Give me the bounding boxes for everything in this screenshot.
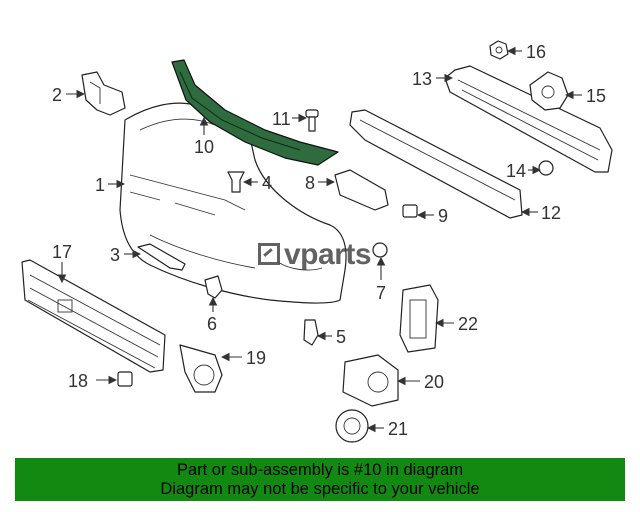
banner-line-2: Diagram may not be specific to your vehi… <box>160 480 480 498</box>
callout-18: 18 <box>68 371 88 391</box>
callout-13: 13 <box>412 69 432 89</box>
part-clip-18[interactable] <box>117 371 133 387</box>
part-foglamp-20[interactable] <box>342 354 399 407</box>
leader-lines <box>57 46 582 433</box>
callout-17: 17 <box>52 242 72 262</box>
part-bracket-8[interactable] <box>334 169 389 211</box>
vparts-logo: vparts <box>258 238 372 272</box>
callout-20: 20 <box>424 372 444 392</box>
part-foglamp-bracket-19[interactable] <box>179 344 223 393</box>
callout-22: 22 <box>458 314 478 334</box>
callout-11: 11 <box>272 109 291 129</box>
callout-10: 10 <box>194 137 214 157</box>
part-bumper-cover[interactable] <box>119 102 347 304</box>
info-banner: Part or sub-assembly is #10 in diagram D… <box>15 458 625 501</box>
callout-7: 7 <box>376 283 386 303</box>
callout-4: 4 <box>262 173 272 193</box>
exploded-parts-diagram: 2 1 10 11 13 15 16 14 12 8 9 4 3 6 7 5 1… <box>21 40 613 443</box>
part-ring-21[interactable] <box>335 409 369 443</box>
part-sensor-bracket-22[interactable] <box>399 284 439 353</box>
part-absorber-13[interactable] <box>444 65 613 173</box>
callout-9: 9 <box>438 206 448 226</box>
part-grille-17[interactable] <box>21 259 166 373</box>
callout-6: 6 <box>207 314 217 334</box>
part-clip-4[interactable] <box>227 171 245 193</box>
part-reinforcement-10[interactable] <box>171 59 339 166</box>
callout-14: 14 <box>506 161 526 181</box>
part-bracket-15[interactable] <box>529 71 569 111</box>
callout-8: 8 <box>305 173 315 193</box>
vparts-logo-text: vparts <box>284 238 372 271</box>
callout-labels: 2 1 10 11 13 15 16 14 12 8 9 4 3 6 7 5 1… <box>52 42 606 439</box>
callout-19: 19 <box>246 348 266 368</box>
callout-15: 15 <box>586 86 606 106</box>
part-bolt-11[interactable] <box>305 109 319 132</box>
part-trim-3[interactable] <box>137 243 186 271</box>
callout-12: 12 <box>541 203 561 223</box>
callout-21: 21 <box>388 419 408 439</box>
part-bolt-9[interactable] <box>402 204 418 218</box>
callout-5: 5 <box>336 327 346 347</box>
part-bracket-2[interactable] <box>81 71 126 116</box>
vparts-logo-mark-icon <box>258 243 280 265</box>
part-clip-14[interactable] <box>538 160 554 176</box>
callout-1: 1 <box>95 175 105 195</box>
part-nut-16[interactable] <box>489 40 509 60</box>
callout-3: 3 <box>110 245 120 265</box>
part-clip-7[interactable] <box>372 242 388 258</box>
part-clip-6[interactable] <box>204 275 223 299</box>
part-impact-bar-12[interactable] <box>349 109 523 219</box>
callout-2: 2 <box>52 85 62 105</box>
banner-line-1: Part or sub-assembly is #10 in diagram <box>176 461 464 479</box>
part-clip-5[interactable] <box>303 319 319 346</box>
callout-16: 16 <box>526 42 546 62</box>
